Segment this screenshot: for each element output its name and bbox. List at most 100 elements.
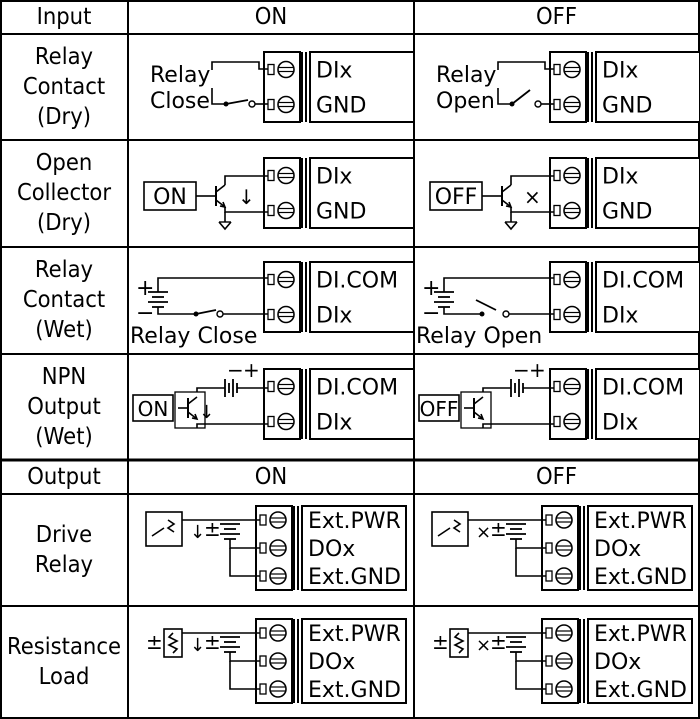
screw-icon [563, 201, 581, 220]
wire [218, 221, 232, 231]
screw-icon [563, 60, 581, 79]
wire [515, 548, 546, 577]
relay-note: Relay [150, 63, 210, 88]
terminal-label-box [309, 157, 415, 229]
wire [473, 411, 484, 420]
wire [473, 396, 484, 405]
plus-sign: + [136, 276, 154, 301]
terminal-label: DI.COM [316, 269, 398, 294]
plus-sign: + [243, 358, 260, 382]
battery-icon [506, 636, 526, 653]
terminal-label: DOx [308, 650, 355, 675]
wire [157, 307, 196, 315]
plus-sign: + [529, 358, 546, 382]
wire [504, 221, 518, 231]
row-label-line: (Wet) [35, 424, 93, 450]
row-label-line: (Wet) [35, 317, 93, 343]
row-label-line: NPN [41, 364, 87, 390]
screw-icon [555, 624, 573, 642]
minus-sign: − [227, 358, 244, 382]
terminal-label-box [309, 261, 415, 333]
row-label-line: Resistance [6, 634, 122, 660]
row-label-line: Contact [22, 74, 106, 100]
terminal-pin [267, 273, 275, 286]
header-input: Input [36, 4, 92, 30]
switch-contact [216, 310, 224, 318]
row-label-line: Open [35, 150, 93, 176]
terminal-label: Ext.GND [308, 678, 401, 703]
screw-icon [555, 680, 573, 698]
relay-coil-icon [145, 511, 183, 547]
terminal-label: DIx [316, 411, 352, 436]
battery-icon [434, 291, 454, 308]
screw-icon [563, 166, 581, 185]
terminal-pin [267, 204, 275, 217]
plus-minus-sign: ± [432, 630, 449, 654]
terminal-label: DIx [316, 165, 352, 190]
battery-icon [224, 379, 238, 397]
terminal-label: DOx [594, 650, 641, 675]
header-off: OFF [536, 4, 577, 30]
terminal-label-box [595, 51, 700, 123]
header-output-on: ON [254, 464, 288, 490]
terminal-label: DIx [316, 304, 352, 329]
wire [443, 307, 482, 315]
switch-contact [534, 100, 542, 108]
row-label-npn-wet: NPN Output (Wet) [5, 362, 123, 452]
terminal-label: Ext.PWR [308, 622, 401, 647]
resistance-load: ±×± [432, 628, 546, 690]
terminal-label-box [587, 505, 693, 591]
wire [215, 184, 226, 193]
switch-contact [479, 311, 485, 317]
terminal-label: DI.COM [316, 376, 398, 401]
screw-icon [277, 60, 295, 79]
terminal-pin [553, 380, 561, 393]
row-label-line: Relay [34, 44, 94, 70]
wire [229, 661, 260, 690]
screw-icon [277, 412, 295, 431]
screw-icon [269, 624, 287, 642]
open-collector: ON↓ [143, 175, 268, 231]
terminal-label: Ext.PWR [308, 509, 401, 534]
arrow-down-icon: ↓ [238, 185, 255, 209]
terminal-label-box [309, 51, 415, 123]
transistor-icon [178, 396, 199, 421]
row-label-line: (Dry) [36, 210, 92, 236]
terminal-pin [553, 415, 561, 428]
terminal-label: DIx [602, 304, 638, 329]
minus-sign: − [136, 301, 154, 326]
row-label-line: Contact [22, 287, 106, 313]
wire [510, 175, 554, 185]
relay-note: Close [150, 89, 210, 114]
header-on: ON [254, 4, 288, 30]
terminal-label-box [595, 368, 700, 440]
screw-icon [277, 305, 295, 324]
wire [437, 527, 451, 537]
screw-icon [563, 377, 581, 396]
wire [195, 309, 217, 315]
wire [501, 199, 512, 208]
wire [475, 299, 497, 311]
wire [187, 396, 198, 405]
minus-sign: − [422, 301, 440, 326]
terminal-block: DI.COM DIx [263, 261, 415, 333]
arrow-down-icon: ↓ [190, 522, 205, 543]
terminal-label: DIx [602, 165, 638, 190]
row-label-line: (Dry) [36, 104, 92, 130]
terminal-pin [553, 204, 561, 217]
state-label: OFF [435, 185, 478, 210]
wire [157, 277, 268, 292]
row-label-relay-dry: Relay Contact (Dry) [5, 42, 123, 132]
terminal-pin [267, 415, 275, 428]
wire [501, 184, 512, 193]
screw-icon [269, 539, 287, 557]
plus-minus-sign: ± [490, 517, 507, 541]
terminal-block: DI.COM DIx [549, 261, 700, 333]
terminal-label: DOx [594, 537, 641, 562]
state-label: OFF [420, 397, 459, 421]
terminal-label: DI.COM [602, 269, 684, 294]
optocoupler [460, 391, 492, 429]
